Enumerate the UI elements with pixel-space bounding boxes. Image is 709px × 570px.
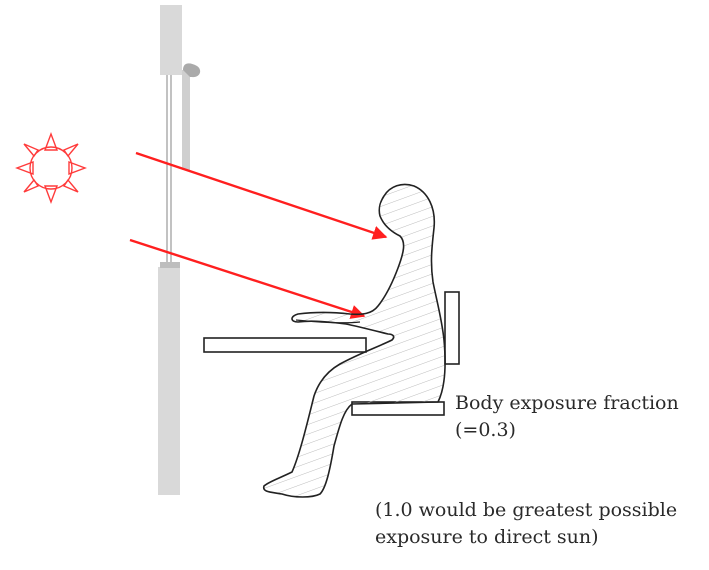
sun-rays xyxy=(129,151,388,319)
person-forearm-detail xyxy=(295,319,361,324)
exposure-fraction-value: (=0.3) xyxy=(455,419,516,441)
sun-ray-lower xyxy=(129,238,366,319)
desk xyxy=(203,337,367,353)
exposure-note-line-2: exposure to direct sun) xyxy=(375,526,599,548)
sun-icon xyxy=(15,132,87,204)
exposure-fraction-label: Body exposure fraction xyxy=(455,392,679,414)
window-sill xyxy=(160,262,180,268)
shade-rod xyxy=(182,70,190,170)
wall-upper xyxy=(160,5,182,75)
shade-bracket-icon xyxy=(183,63,201,78)
seated-person-silhouette xyxy=(262,183,446,498)
wall xyxy=(158,5,182,495)
exposure-note-line-1: (1.0 would be greatest possible xyxy=(375,499,678,521)
chair-back xyxy=(444,291,460,365)
sun-ray-upper xyxy=(135,151,388,240)
window-shade xyxy=(182,63,201,170)
wall-lower xyxy=(158,267,180,495)
